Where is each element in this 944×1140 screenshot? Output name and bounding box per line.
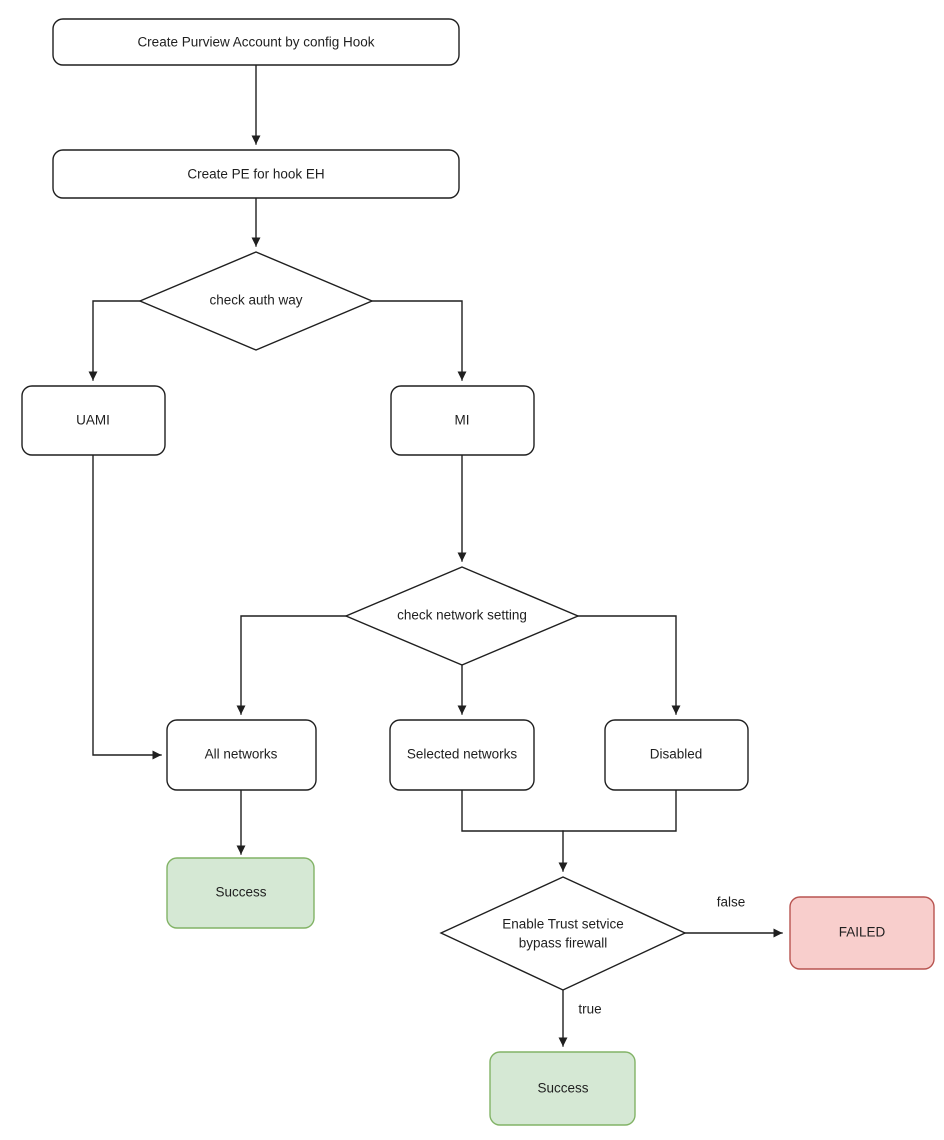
success-bottom-label: Success [537,1081,588,1096]
disabled-label: Disabled [650,747,703,762]
edge-label-true: true [578,1002,601,1017]
node-disabled[interactable]: Disabled [604,719,749,791]
success-left-box[interactable] [166,857,315,929]
check-network-setting-diamond[interactable] [344,566,580,666]
mi-box[interactable] [390,385,535,456]
edge-check-network-to-disabled [577,615,681,715]
enable-trust-service-label-line1: Enable Trust setvice [502,917,624,932]
node-selected-networks[interactable]: Selected networks [389,719,535,791]
node-check-auth-way[interactable]: check auth way [138,251,374,351]
all-networks-box[interactable] [166,719,317,791]
node-uami[interactable]: UAMI [21,385,166,456]
check-auth-way-diamond[interactable] [138,251,374,351]
uami-box[interactable] [21,385,166,456]
node-create-pe[interactable]: Create PE for hook EH [52,149,460,199]
edge-merge-selected-disabled [461,789,677,832]
failed-label: FAILED [839,925,886,940]
edge-uami-to-all-networks [92,454,162,760]
mi-label: MI [455,413,470,428]
enable-trust-service-diamond[interactable] [439,876,687,991]
node-success-left[interactable]: Success [166,857,315,929]
edge-check-auth-to-uami [88,300,141,381]
failed-box[interactable] [789,896,935,970]
edge-check-network-to-all-networks [236,615,347,715]
check-auth-way-label: check auth way [209,293,302,308]
uami-label: UAMI [76,413,110,428]
node-failed[interactable]: FAILED [789,896,935,970]
create-purview-account-label: Create Purview Account by config Hook [137,35,374,50]
edge-label-false: false [717,895,746,910]
create-pe-box[interactable] [52,149,460,199]
all-networks-label: All networks [205,747,278,762]
node-success-bottom[interactable]: Success [489,1051,636,1126]
node-enable-trust-service[interactable]: Enable Trust setvice bypass firewall [439,876,687,991]
node-all-networks[interactable]: All networks [166,719,317,791]
disabled-box[interactable] [604,719,749,791]
edge-check-auth-to-mi [371,300,467,381]
create-pe-label: Create PE for hook EH [187,167,324,182]
create-purview-account-box[interactable] [52,18,460,66]
node-mi[interactable]: MI [390,385,535,456]
check-network-setting-label: check network setting [397,608,527,623]
selected-networks-label: Selected networks [407,747,518,762]
success-left-label: Success [215,885,266,900]
enable-trust-service-label-line2: bypass firewall [519,936,608,951]
selected-networks-box[interactable] [389,719,535,791]
success-bottom-box[interactable] [489,1051,636,1126]
node-check-network-setting[interactable]: check network setting [344,566,580,666]
node-create-purview-account[interactable]: Create Purview Account by config Hook [52,18,460,66]
